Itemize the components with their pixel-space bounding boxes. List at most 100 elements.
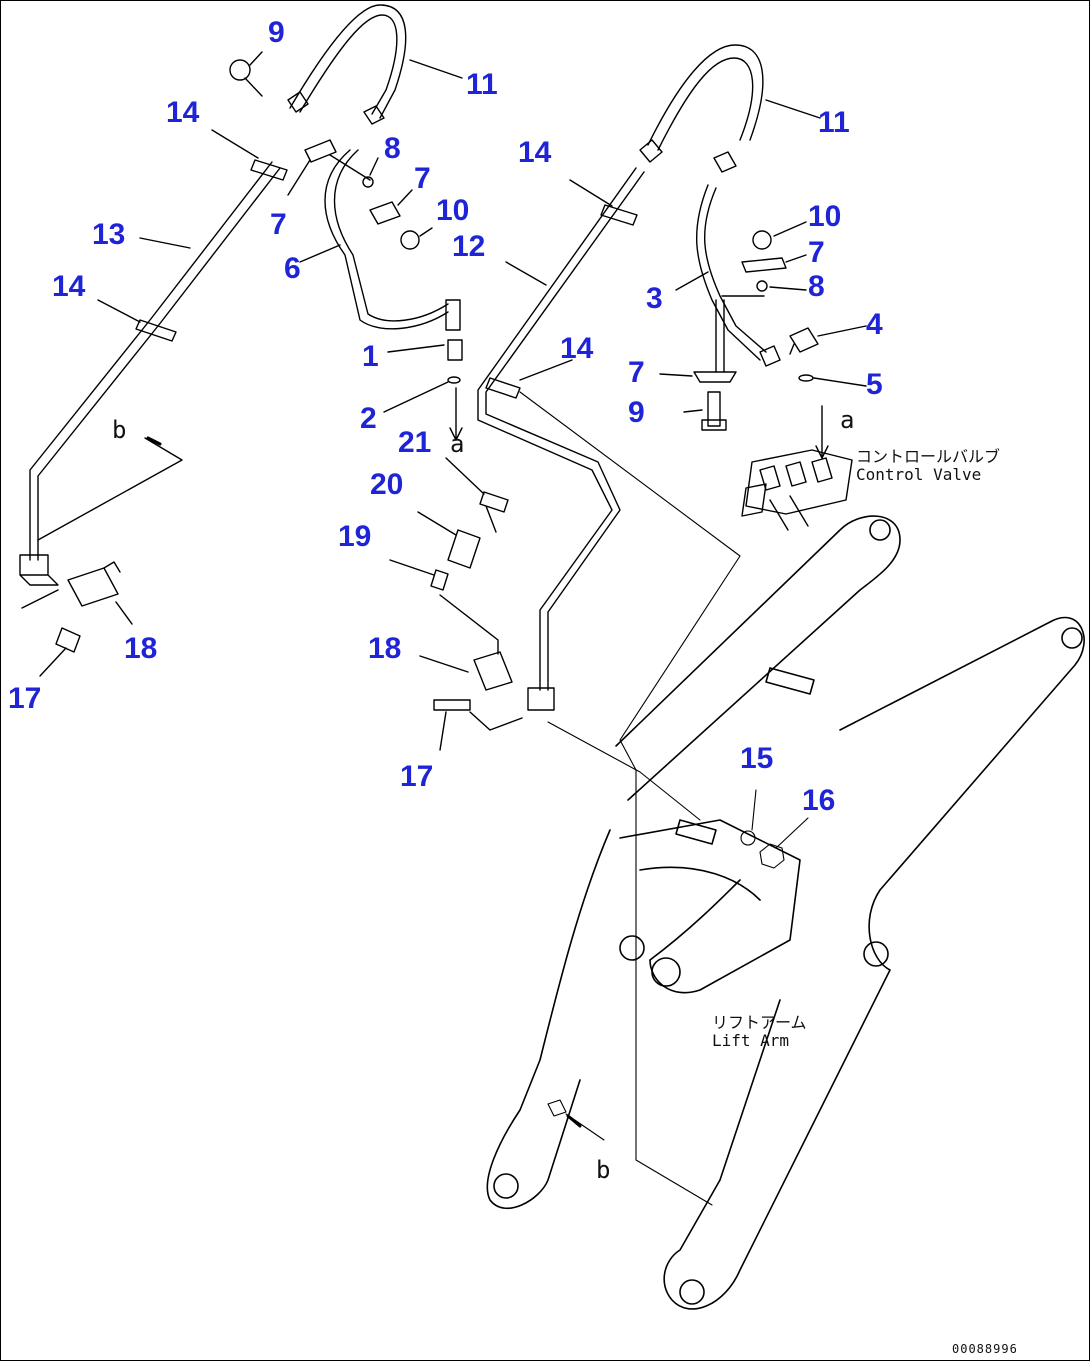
callout-9: 9 — [628, 396, 645, 429]
tube-12-assembly — [477, 167, 645, 711]
bracket-left — [19, 554, 59, 586]
leader-14a — [211, 129, 259, 159]
left-sensor-parts — [21, 561, 133, 677]
arrow-a-left — [449, 387, 463, 441]
leader-17-left — [39, 647, 67, 677]
callout-15: 15 — [740, 742, 774, 775]
control-valve-label: コントロールバルブ Control Valve — [856, 447, 1001, 485]
tube-13 — [29, 161, 281, 561]
callout-14: 14 — [52, 270, 86, 303]
clamp-7-right — [693, 371, 737, 383]
control-valve-label-jp: コントロールバルブ — [856, 447, 1001, 466]
part-20 — [447, 529, 481, 569]
arrow-a-right — [815, 405, 829, 459]
lift-arm-label-en: Lift Arm — [712, 1031, 790, 1051]
callout-16: 16 — [802, 784, 836, 817]
callout-10: 10 — [808, 200, 842, 233]
leader-21 — [445, 457, 485, 495]
callout-2: 2 — [360, 402, 377, 435]
leader-18-center — [419, 655, 469, 673]
lift-arm-label: リフトアーム Lift Arm — [712, 1013, 807, 1051]
hose-11-right — [639, 44, 821, 173]
oring-2 — [447, 376, 461, 384]
leader-9-left — [249, 51, 263, 66]
callout-14: 14 — [518, 136, 552, 169]
leader-19 — [389, 559, 435, 576]
part-19 — [430, 569, 449, 591]
callout-5: 5 — [866, 368, 883, 401]
clamp-14-center-lower — [485, 377, 521, 399]
callout-4: 4 — [866, 308, 883, 341]
callout-21: 21 — [398, 426, 432, 459]
leader-10-left — [419, 227, 433, 237]
leader-12 — [505, 261, 547, 286]
right-small-parts — [659, 221, 867, 459]
ref-b-upper: b — [112, 416, 127, 444]
leader-9-right — [683, 409, 703, 413]
callout-8: 8 — [384, 132, 401, 165]
leader-7c — [785, 254, 807, 263]
callout-7: 7 — [414, 162, 431, 195]
hose-fitting-right-b — [713, 151, 737, 173]
nut-16 — [759, 843, 785, 869]
sensor-18-center — [473, 651, 513, 691]
lift-arm — [486, 515, 1085, 1310]
wiring-lines — [146, 391, 809, 1206]
drawing-code: 00088996 — [952, 1342, 1018, 1356]
callout-8: 8 — [808, 270, 825, 303]
callout-17: 17 — [400, 760, 434, 793]
leader-7b — [397, 189, 413, 206]
leader-11-right — [765, 99, 821, 119]
sensor-18-left — [67, 567, 119, 607]
control-valve-label-en: Control Valve — [856, 465, 982, 485]
leader-14c — [569, 179, 613, 207]
bolt-17-link — [469, 711, 523, 731]
center-parts — [389, 457, 523, 751]
ref-a-left: a — [450, 430, 465, 458]
callout-12: 12 — [452, 230, 486, 263]
part-21 — [479, 491, 509, 533]
leader-10-right — [773, 221, 807, 237]
callout-13: 13 — [92, 218, 126, 251]
callout-9: 9 — [268, 16, 285, 49]
control-valve — [741, 449, 853, 531]
leader-20 — [417, 511, 457, 536]
reference-b-lines — [37, 437, 183, 541]
leader-14b — [97, 299, 141, 323]
callout-7: 7 — [628, 356, 645, 389]
callout-17: 17 — [8, 682, 42, 715]
leader-14d — [519, 359, 573, 381]
clamp-14-lower — [135, 319, 177, 342]
bracket-center — [527, 687, 555, 711]
callout-18: 18 — [124, 632, 158, 665]
callout-19: 19 — [338, 520, 372, 553]
lift-arm-label-jp: リフトアーム — [712, 1013, 807, 1032]
hose-fitting-left-b — [363, 105, 385, 125]
leader-16 — [775, 817, 809, 849]
callout-11: 11 — [466, 68, 498, 101]
hose-fitting-left-a — [287, 91, 309, 113]
clamp-14-upper — [250, 159, 288, 181]
callout-1: 1 — [362, 340, 379, 373]
left-small-parts — [229, 51, 463, 441]
hose-center-link — [439, 594, 499, 655]
bolt-9-right — [701, 391, 727, 431]
leader-3 — [675, 271, 709, 291]
leader-6 — [299, 244, 341, 263]
callout-6: 6 — [284, 252, 301, 285]
fitting-3-end — [759, 345, 781, 367]
leader-7d — [659, 373, 693, 377]
bolt-17-center — [433, 699, 471, 711]
leader-8-right — [769, 286, 807, 291]
part-4 — [789, 327, 819, 355]
hose-fitting-right-a — [639, 139, 663, 163]
leader-18-left — [115, 601, 133, 625]
leader-1 — [387, 344, 445, 353]
hose-11-left — [287, 4, 463, 125]
leader-17-center — [439, 711, 447, 751]
leader-15 — [751, 789, 757, 831]
callout-7: 7 — [270, 208, 287, 241]
callout-7: 7 — [808, 236, 825, 269]
